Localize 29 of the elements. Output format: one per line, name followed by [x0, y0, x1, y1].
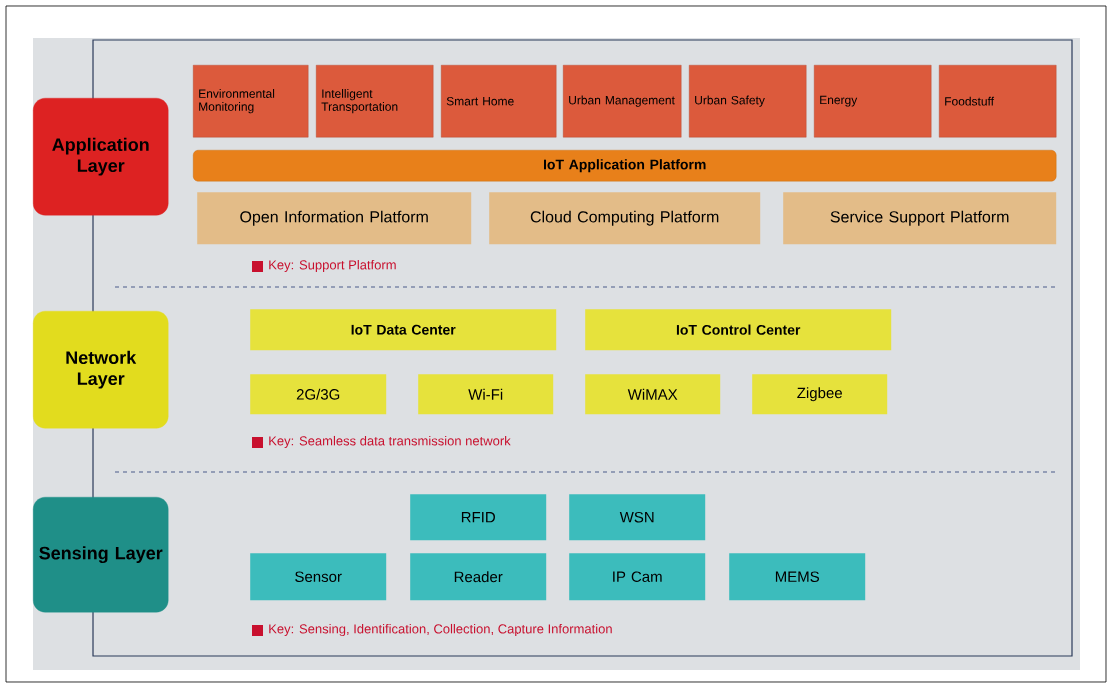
- sensing-box: Reader: [410, 553, 547, 601]
- platform-box: Open Information Platform: [197, 192, 472, 245]
- application-box: Environmental Monitoring: [193, 65, 309, 138]
- key-text: Key: Seamless data transmission network: [269, 435, 511, 449]
- platform-bar: IoT Application Platform: [193, 150, 1057, 182]
- platform-box: Service Support Platform: [783, 192, 1057, 245]
- sensing-box: MEMS: [729, 553, 866, 601]
- network-box: Zigbee: [752, 374, 888, 415]
- application-box: Smart Home: [441, 65, 557, 138]
- application-box: Foodstuff: [939, 65, 1057, 138]
- application-box: Energy: [814, 65, 932, 138]
- sensing-box: WSN: [569, 494, 706, 541]
- application-box: Urban Management: [563, 65, 682, 138]
- network-box: IoT Control Center: [585, 309, 892, 351]
- network-box: IoT Data Center: [250, 309, 557, 351]
- layer-label: Application Layer: [33, 98, 169, 216]
- sensing-box: RFID: [410, 494, 547, 541]
- key-text: Key: Sensing, Identification, Collection, Capture Information: [269, 623, 612, 637]
- application-box: Urban Safety: [689, 65, 807, 138]
- application-box: Intelligent Transportation: [316, 65, 434, 138]
- sensing-box: IP Cam: [569, 553, 706, 601]
- network-box: WiMAX: [585, 374, 721, 415]
- platform-box: Cloud Computing Platform: [489, 192, 761, 245]
- network-box: Wi-Fi: [418, 374, 554, 415]
- layer-label: Network Layer: [33, 311, 169, 429]
- layer-label: Sensing Layer: [33, 497, 169, 613]
- key-text: Key: Support Platform: [269, 259, 396, 273]
- network-box: 2G/3G: [250, 374, 387, 415]
- sensing-box: Sensor: [250, 553, 387, 601]
